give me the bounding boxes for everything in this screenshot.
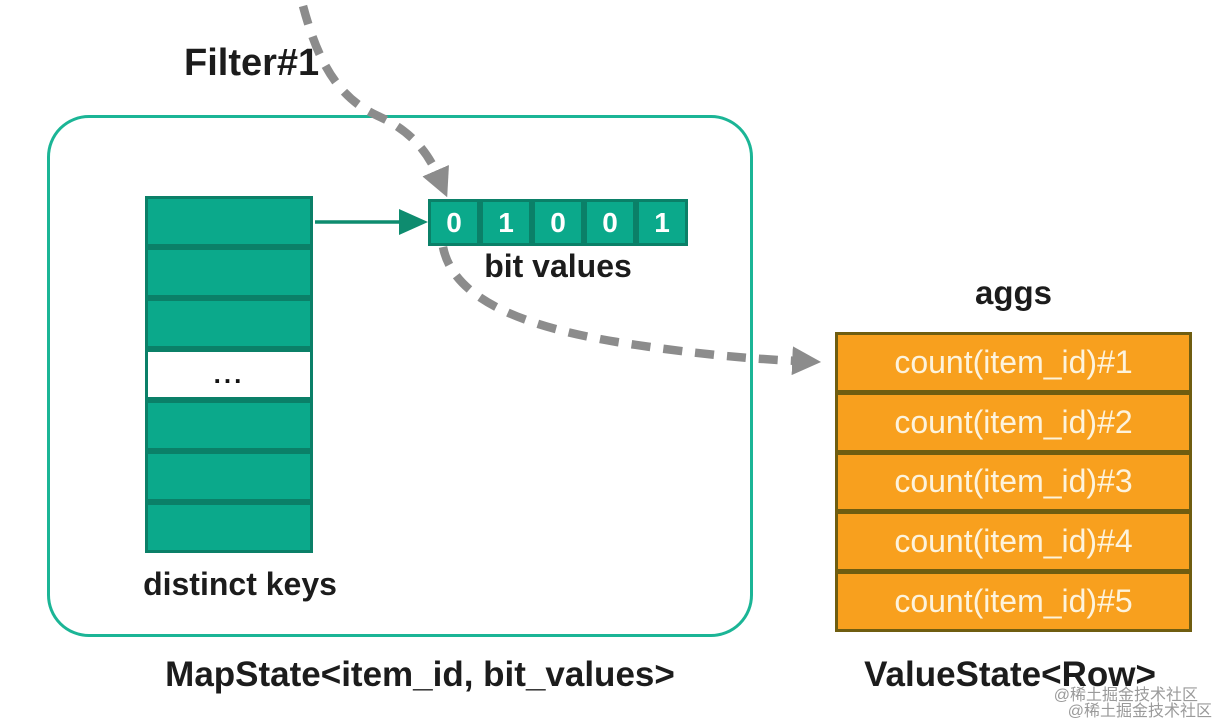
mapstate-caption: MapState<item_id, bit_values>	[165, 655, 675, 694]
agg-row: count(item_id)#4	[838, 514, 1189, 570]
watermark-text: @稀土掘金技术社区	[1067, 703, 1212, 720]
valuestate-caption: ValueState<Row>	[864, 655, 1156, 694]
bit-cell: 0	[532, 199, 584, 246]
agg-row: count(item_id)#1	[838, 335, 1189, 390]
key-cell	[145, 400, 313, 451]
valuestate-aggs-box: count(item_id)#1 count(item_id)#2 count(…	[835, 332, 1192, 632]
bit-cell: 0	[584, 199, 636, 246]
key-cell	[145, 451, 313, 502]
key-cell	[145, 196, 313, 247]
filter-label: Filter#1	[184, 42, 320, 84]
agg-row: count(item_id)#3	[838, 454, 1189, 510]
distinct-keys-column: ...	[145, 196, 313, 553]
key-cell-ellipsis: ...	[145, 349, 313, 400]
key-cell	[145, 247, 313, 298]
key-cell	[145, 502, 313, 553]
agg-row: count(item_id)#2	[838, 394, 1189, 450]
bit-values-row: 0 1 0 0 1	[428, 199, 688, 246]
aggs-label: aggs	[974, 274, 1053, 311]
agg-row: count(item_id)#5	[838, 574, 1189, 629]
watermark-text: @稀土掘金技术社区	[1053, 687, 1198, 704]
bit-cell: 0	[428, 199, 480, 246]
bit-cell: 1	[480, 199, 532, 246]
bit-cell: 1	[636, 199, 688, 246]
distinct-keys-label: distinct keys	[143, 566, 337, 602]
key-cell	[145, 298, 313, 349]
bit-values-label: bit values	[484, 248, 632, 284]
